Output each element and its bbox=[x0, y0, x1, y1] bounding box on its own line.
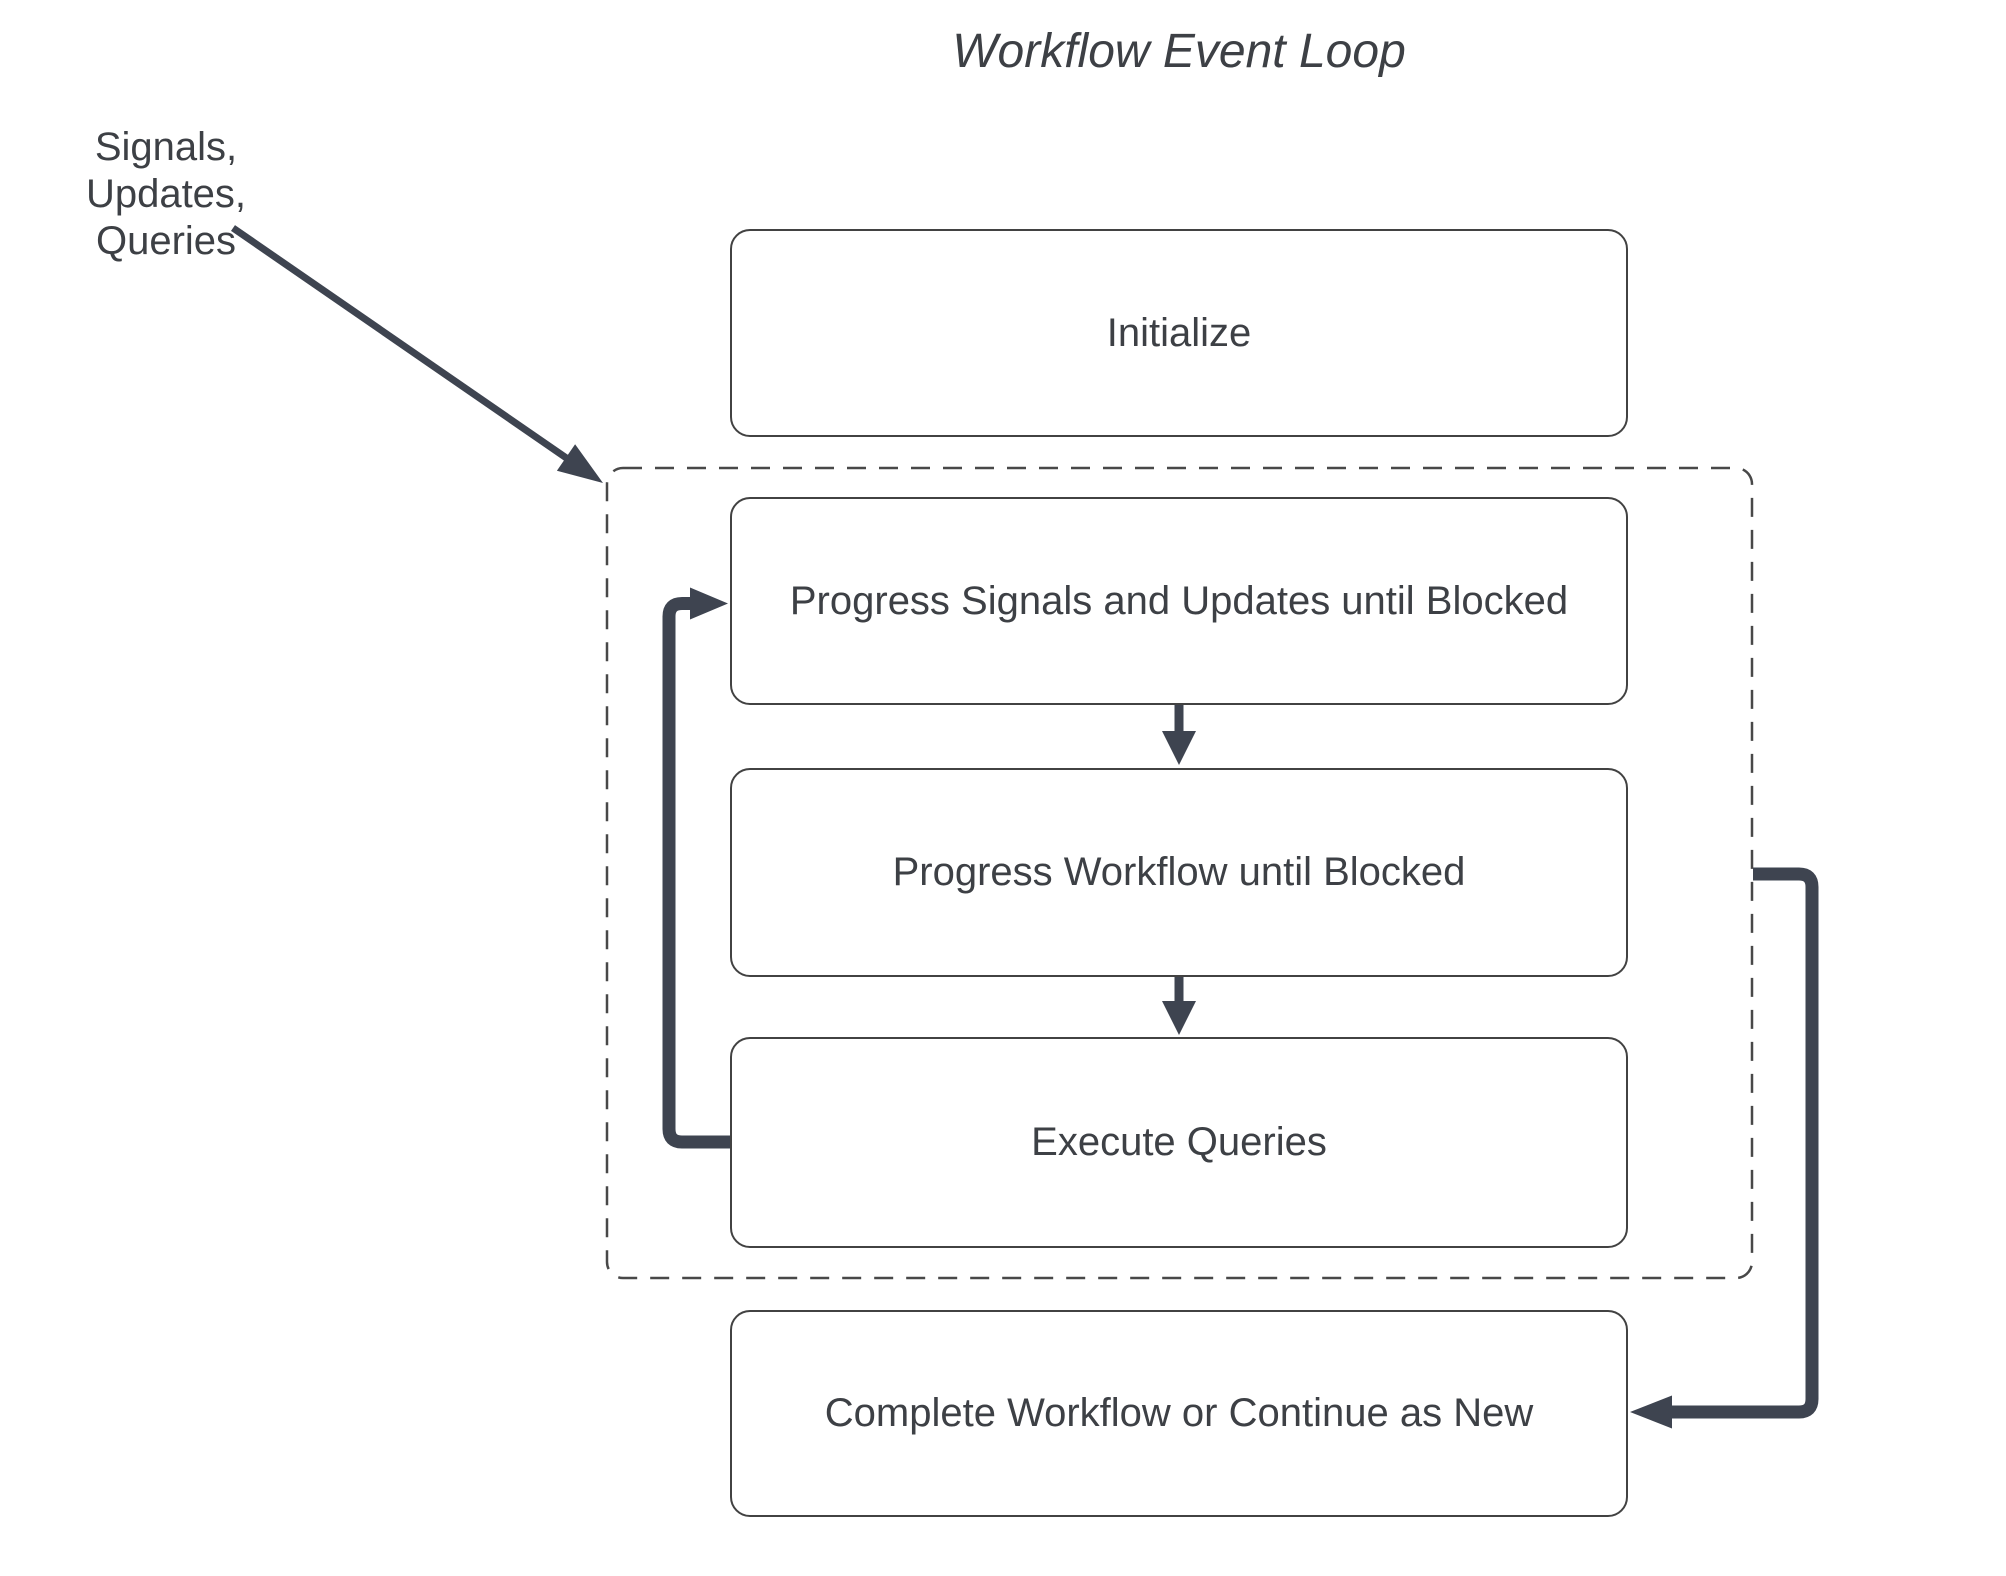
flow-arrow-1-head-icon bbox=[1162, 731, 1196, 765]
node-progress-signals-and-updates: Progress Signals and Updates until Block… bbox=[730, 497, 1628, 705]
continue-arrow bbox=[1630, 867, 1819, 1429]
continue-arrow-path bbox=[1670, 867, 1819, 1419]
node-initialize: Initialize bbox=[730, 229, 1628, 437]
node-progress-signals-label: Progress Signals and Updates until Block… bbox=[789, 578, 1569, 623]
event-loop-dashed-container bbox=[605, 466, 1754, 1280]
annotation-line-2: Queries bbox=[95, 218, 237, 263]
flow-arrow-2-head-icon bbox=[1162, 1001, 1196, 1035]
node-initialize-label: Initialize bbox=[1106, 310, 1252, 355]
annotation-line-1: Signals, Updates, bbox=[85, 125, 247, 216]
node-progress-workflow: Progress Workflow until Blocked bbox=[730, 768, 1628, 977]
signals-arrow-shaft bbox=[231, 225, 580, 469]
loop-back-arrow-path bbox=[662, 597, 730, 1149]
signals-arrow bbox=[231, 225, 603, 483]
node-progress-workflow-label: Progress Workflow until Blocked bbox=[892, 850, 1466, 894]
loop-back-arrowhead-icon bbox=[690, 587, 728, 620]
loop-back-arrow bbox=[662, 587, 730, 1149]
continue-arrowhead-icon bbox=[1630, 1395, 1672, 1429]
flow-arrow-2 bbox=[1162, 977, 1196, 1035]
signals-updates-queries-annotation: Signals, Updates, Queries bbox=[28, 124, 304, 264]
node-complete-workflow-label: Complete Workflow or Continue as New bbox=[824, 1391, 1534, 1435]
diagram-title: Workflow Event Loop bbox=[952, 25, 1406, 78]
node-complete-workflow: Complete Workflow or Continue as New bbox=[730, 1310, 1628, 1517]
signals-arrowhead-icon bbox=[556, 444, 603, 483]
node-execute-queries-label: Execute Queries bbox=[1031, 1120, 1327, 1164]
node-execute-queries: Execute Queries bbox=[730, 1037, 1628, 1248]
flow-arrow-1 bbox=[1162, 705, 1196, 765]
